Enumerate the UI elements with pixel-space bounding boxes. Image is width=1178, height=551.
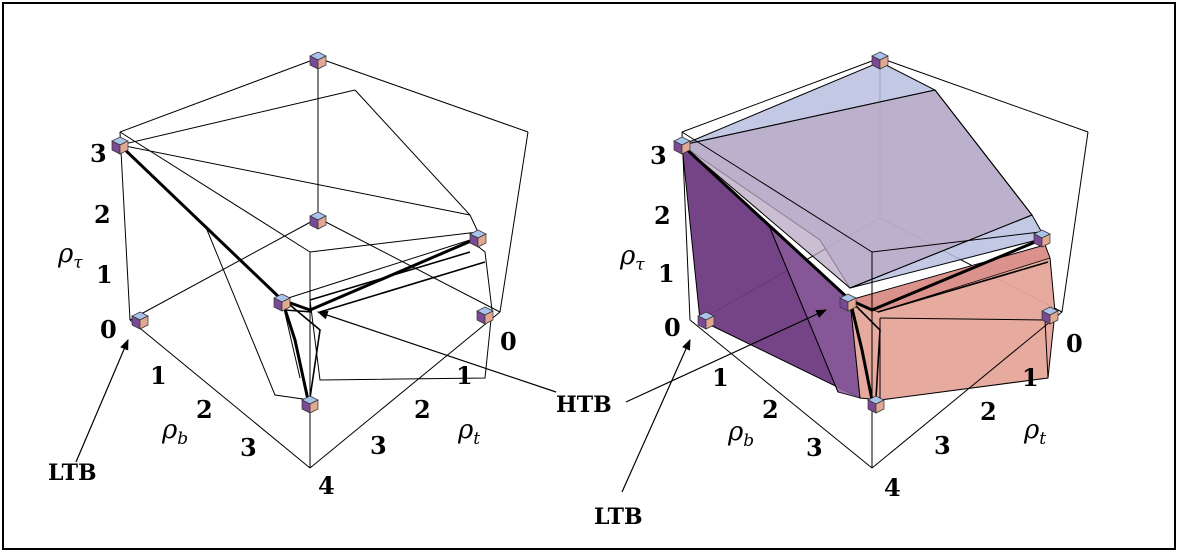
left-t-tick-0: 0 [500,327,517,356]
right-b-tick-2: 2 [762,395,779,424]
right-t-tick-1: 1 [1022,363,1039,392]
right-y-tick-1: 1 [658,259,675,288]
htb-left-arrow [316,311,557,393]
right-t-tick-2: 2 [980,397,997,426]
left-b-tick-4: 4 [318,471,335,500]
left-corner-markers [111,51,494,414]
right-t-tick-0: 0 [1066,329,1083,358]
left-b-axis-label: ρb [161,415,188,449]
left-box-edges [119,57,529,469]
right-t-tick-3: 3 [934,431,951,460]
right-panel: 3 2 1 0 ρτ 1 2 3 4 ρb 0 1 2 3 ρt [619,51,1089,502]
left-y-tick-0: 0 [100,315,117,344]
right-t-axis-label: ρt [1023,415,1046,449]
left-y-tick-1: 1 [96,260,113,289]
left-b-ticks: 1 2 3 4 [150,361,335,500]
ltb-left-arrow [75,339,129,463]
right-y-axis-label: ρτ [619,241,645,275]
right-y-tick-2: 2 [654,201,671,230]
right-y-ticks: 3 2 1 0 [650,141,681,342]
right-b-tick-4: 4 [884,473,901,502]
ltb-left-label: LTB [48,460,97,486]
left-surface-lines [118,89,493,401]
right-y-tick-3: 3 [650,141,667,170]
ltb-right-label: LTB [594,504,643,530]
left-panel: 3 2 1 0 ρτ 1 2 3 4 ρb 0 1 2 3 ρt [57,51,529,500]
annotations: LTB HTB LTB [48,309,827,530]
right-y-tick-0: 0 [664,313,681,342]
left-t-tick-2: 2 [414,395,431,424]
right-box-front-edges [681,131,1063,469]
left-b-tick-2: 2 [196,395,213,424]
right-b-ticks: 1 2 3 4 [712,363,901,502]
left-y-ticks: 3 2 1 0 [90,139,117,344]
ltb-right-arrow [621,339,691,493]
left-t-tick-1: 1 [456,361,473,390]
left-y-tick-3: 3 [90,139,107,168]
left-b-tick-1: 1 [150,361,167,390]
htb-right-arrow [625,309,827,403]
right-b-tick-3: 3 [806,433,823,462]
right-b-axis-label: ρb [727,417,754,451]
right-b-tick-1: 1 [712,363,729,392]
left-y-axis-label: ρτ [57,239,83,273]
right-surface-faces [680,61,1056,401]
htb-label: HTB [556,392,612,418]
left-t-tick-3: 3 [370,431,387,460]
right-t-ticks: 0 1 2 3 [934,329,1083,460]
left-t-axis-label: ρt [457,415,480,449]
left-b-tick-3: 3 [240,433,257,462]
left-y-tick-2: 2 [94,200,111,229]
left-t-ticks: 0 1 2 3 [370,327,517,460]
